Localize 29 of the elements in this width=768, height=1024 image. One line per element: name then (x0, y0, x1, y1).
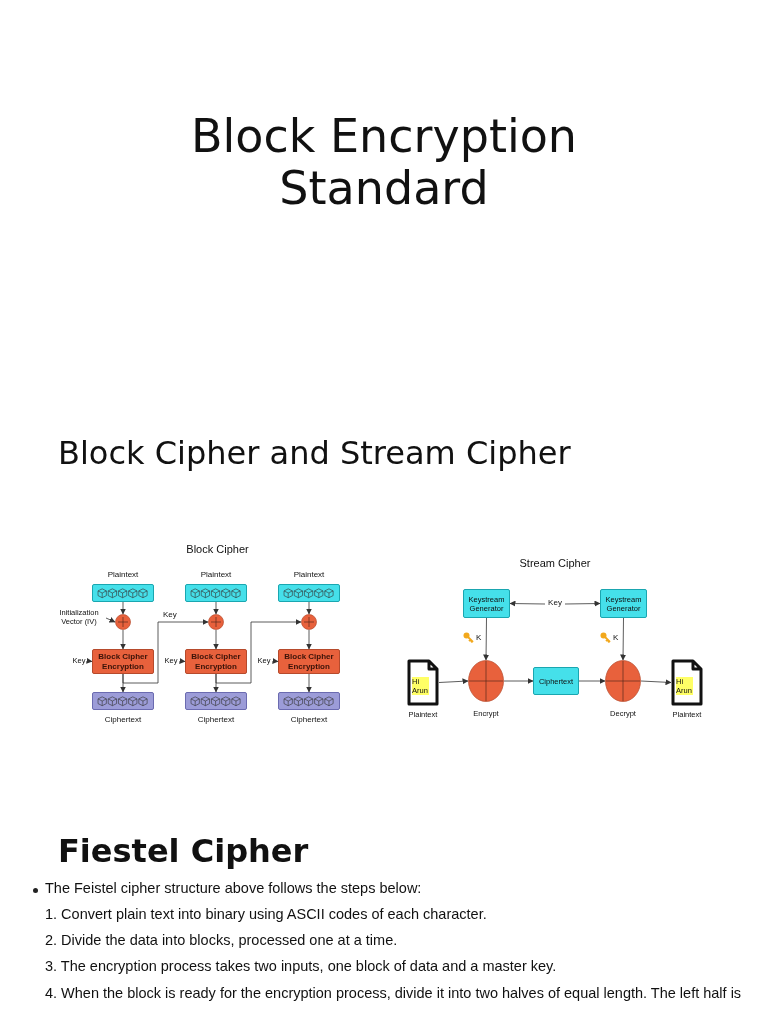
page-title: Block Encryption Standard (190, 110, 578, 214)
edge-label: K (613, 633, 619, 642)
bare-label: Key (545, 598, 565, 610)
xor-circle (208, 614, 224, 630)
list-item-text: 1. Convert plain text into binary using ASCII codes of each character. (45, 906, 487, 922)
block-label: Ciphertext (196, 715, 236, 725)
arrow (272, 657, 279, 664)
block-label: Plaintext (199, 570, 233, 580)
list-item-text: 3. The encryption process takes two inputs, one block of data and a master key. (45, 958, 557, 974)
arrow (86, 657, 93, 664)
list-item-text: The Feistel cipher structure above follows the steps below: (45, 880, 422, 896)
section-heading: Block Cipher and Stream Cipher (58, 434, 571, 472)
encryption-box: Block Cipher Encryption (92, 649, 154, 674)
list-item-text: 4. When the block is ready for the encryption process, divide it into two halves of equal length. The left half is (45, 984, 743, 1003)
edge-label: K (476, 633, 482, 642)
xor-circle (115, 614, 131, 630)
block-label: Plaintext (106, 570, 140, 580)
encryption-box: Block Cipher Encryption (185, 649, 247, 674)
edge-label: Key (163, 610, 177, 619)
block-label: Plaintext (292, 570, 326, 580)
arrow (179, 657, 186, 664)
block-label: Ciphertext (289, 715, 329, 725)
block-label: Ciphertext (103, 715, 143, 725)
list-item-text: 2. Divide the data into blocks, processed one at a time. (45, 932, 398, 948)
panel-heading: Block Cipher (185, 543, 250, 555)
panel-heading: Stream Cipher (518, 557, 592, 569)
encryption-box: Block Cipher Encryption (278, 649, 340, 674)
xor-circle (301, 614, 317, 630)
section-heading: Fiestel Cipher (58, 832, 309, 870)
